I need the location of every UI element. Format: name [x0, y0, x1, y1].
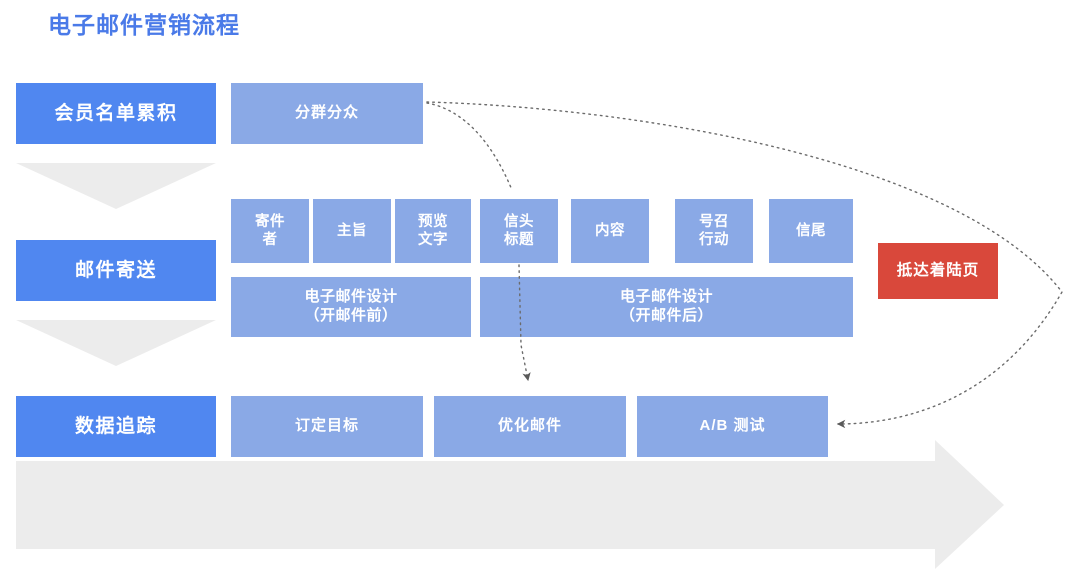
- box-optimize-email[interactable]: 优化邮件: [434, 396, 626, 457]
- box-ab-test[interactable]: A/B 测试: [637, 396, 828, 457]
- box-landing-page[interactable]: 抵达着陆页: [878, 243, 998, 299]
- stage-connector-arrow-1: [16, 163, 216, 209]
- stage-box-email-send[interactable]: 邮件寄送: [16, 240, 216, 301]
- box-header-title[interactable]: 信头 标题: [480, 199, 558, 263]
- group-email-design-before-open[interactable]: 电子邮件设计 （开邮件前）: [231, 277, 471, 337]
- page-title: 电子邮件营销流程: [48, 12, 240, 38]
- box-sender[interactable]: 寄件 者: [231, 199, 309, 263]
- box-call-to-action[interactable]: 号召 行动: [675, 199, 753, 263]
- connector-segmentation-to-header: [426, 102, 513, 191]
- stage-box-data-tracking[interactable]: 数据追踪: [16, 396, 216, 457]
- box-segmentation[interactable]: 分群分众: [231, 83, 423, 144]
- box-preview-text[interactable]: 预览 文字: [395, 199, 471, 263]
- box-subject[interactable]: 主旨: [313, 199, 391, 263]
- bottom-flow-arrow: [16, 440, 1004, 569]
- stage-connector-arrow-2: [16, 320, 216, 366]
- box-set-goals[interactable]: 订定目标: [231, 396, 423, 457]
- box-content[interactable]: 内容: [571, 199, 649, 263]
- group-email-design-after-open[interactable]: 电子邮件设计 （开邮件后）: [480, 277, 853, 337]
- box-signature[interactable]: 信尾: [769, 199, 853, 263]
- stage-box-member-list[interactable]: 会员名单累积: [16, 83, 216, 144]
